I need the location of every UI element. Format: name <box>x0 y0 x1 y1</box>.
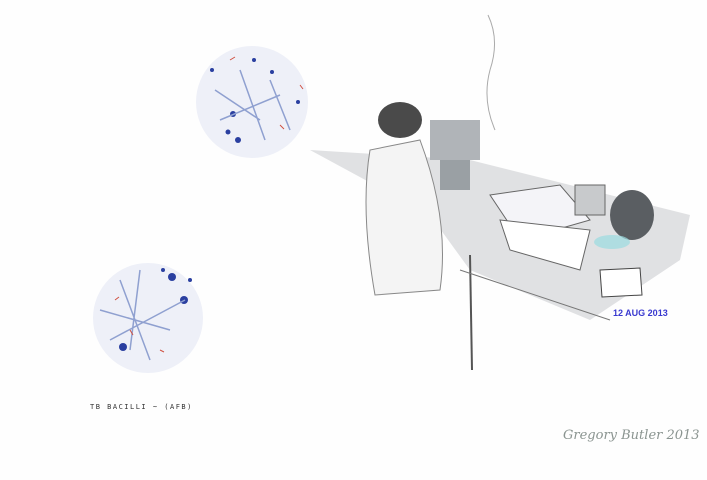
microscope-slide-view-top <box>196 46 308 158</box>
date-stamp: 12 AUG 2013 <box>613 308 668 318</box>
caption: TB BACILLI ~ (AFB) <box>90 403 193 411</box>
microscope-slide-view-bottom <box>93 263 203 373</box>
lab-bench-scene <box>310 14 690 371</box>
artist-signature: Gregory Butler 2013 <box>563 428 700 443</box>
